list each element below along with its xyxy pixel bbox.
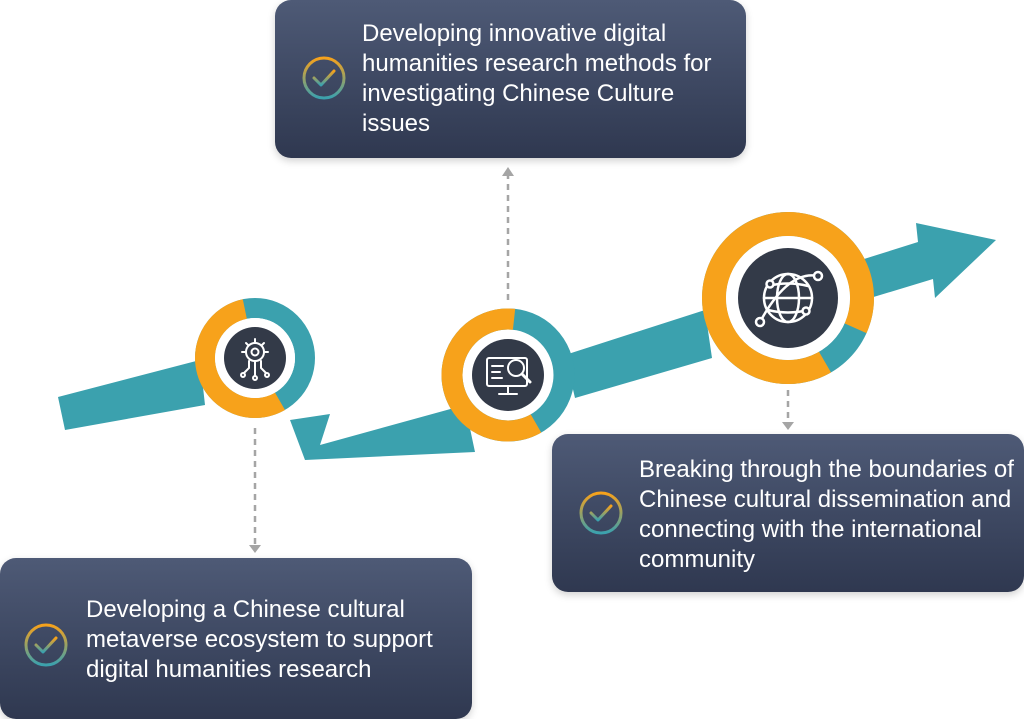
milestone-2-ring-progress	[441, 308, 575, 442]
milestone-3-ring-progress	[702, 212, 874, 384]
milestone-2-icon-disc	[472, 339, 544, 411]
milestone-2	[441, 308, 575, 442]
milestone-1-text: Developing a Chinese cultural metaverse …	[86, 596, 433, 683]
milestone-2-text: Developing innovative digital humanities…	[362, 20, 712, 137]
connector-3	[782, 390, 794, 430]
milestone-3-card: Breaking through the boundaries of Chine…	[552, 434, 1024, 592]
connector-2	[502, 167, 514, 300]
milestone-3	[702, 212, 874, 384]
milestone-1-ring-progress	[195, 298, 315, 418]
gear-circuit-icon	[240, 338, 270, 381]
check-icon	[579, 491, 623, 535]
check-icon	[24, 623, 68, 667]
milestone-1	[195, 298, 315, 418]
milestone-2-card: Developing innovative digital humanities…	[275, 0, 746, 158]
milestone-1-card: Developing a Chinese cultural metaverse …	[0, 558, 472, 719]
connector-1	[249, 428, 261, 553]
globe-network-icon	[754, 270, 824, 328]
milestone-1-icon-disc	[224, 327, 286, 389]
milestone-3-text: Breaking through the boundaries of Chine…	[639, 456, 1014, 573]
monitor-search-icon	[486, 357, 532, 395]
check-icon	[302, 56, 346, 100]
